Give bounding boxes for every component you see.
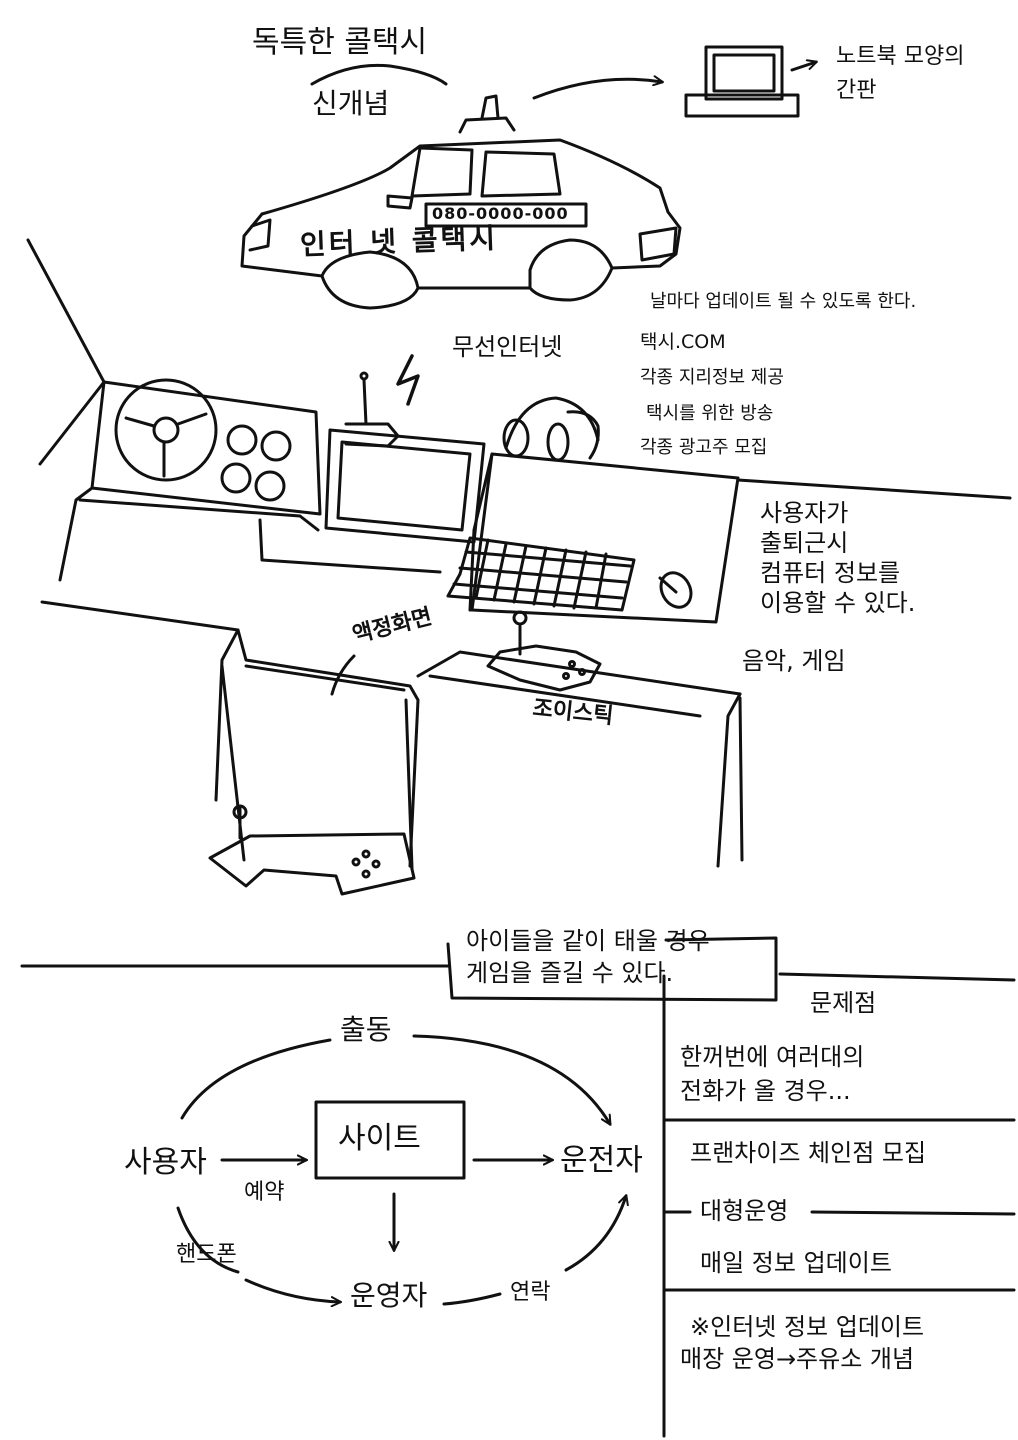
joystick-icon [486,610,602,692]
kids-note-line-2: 게임을 즐길 수 있다. [466,959,674,987]
seat-back-left [40,600,420,870]
flow-driver-node: 운전자 [560,1143,643,1178]
kids-note-box [446,936,778,1002]
problem-separator-2 [662,1210,1016,1216]
laptop-sign-icon [684,45,800,118]
flow-operator-node: 운영자 [350,1279,428,1312]
flow-site-node: 사이트 [338,1121,421,1156]
commute-line-1: 사용자가 [760,499,849,527]
subtitle-text: 신개념 [312,87,390,120]
note-broadcast: 택시를 위한 방송 [646,403,774,424]
windshield-pillar [26,238,106,466]
problems-heading: 문제점 [810,989,877,1017]
sign-note-line-2: 간판 [836,78,877,103]
flow-user-node: 사용자 [124,1145,207,1180]
problem-1-line-1: 한꺼번에 여러대의 [680,1043,865,1071]
problem-5-line-1: ※인터넷 정보 업데이트 [690,1313,925,1341]
gamepad-icon [208,804,416,896]
commute-line-4: 이용할 수 있다. [760,589,916,617]
commute-line-2: 출퇴근시 [760,529,849,557]
headphones-icon [502,396,600,462]
lcd-pointer [330,654,356,696]
problem-2: 프랜차이즈 체인점 모집 [690,1139,927,1167]
note-geo-info: 각종 지리정보 제공 [640,367,784,388]
flow-contact-label: 연락 [510,1280,551,1305]
taxi-phone-number: 080-0000-000 [432,204,569,223]
flow-reserve-label: 예약 [244,1180,285,1205]
problem-5-line-2: 매장 운영→주유소 개념 [680,1345,915,1373]
problem-3: 대형운영 [700,1197,789,1225]
sign-note-line-1: 노트북 모양의 [836,44,965,69]
lightning-icon [396,354,420,406]
kids-note-line-1: 아이들을 같이 태울 경우 [466,927,710,955]
sign-note-arrow [790,62,816,72]
note-daily-update: 날마다 업데이트 될 수 있도록 한다. [650,291,917,312]
wireless-screen [324,371,486,544]
problem-4: 매일 정보 업데이트 [700,1249,892,1277]
sign-arrow [532,79,662,100]
title-text: 독특한 콜택시 [252,25,428,60]
commute-line-3: 컴퓨터 정보를 [760,559,901,587]
flow-dispatch-label: 출동 [340,1013,392,1046]
note-advertisers: 각종 광고주 모집 [640,437,768,458]
title-caret [310,63,448,86]
seat-back-right [416,650,744,868]
wireless-label: 무선인터넷 [452,333,563,361]
problems-top-line [778,972,1016,982]
flow-phone-label: 핸드폰 [176,1242,237,1267]
music-game-label: 음악, 게임 [742,647,846,675]
flow-diagram-lines [176,1034,626,1304]
dash-edge-line [736,478,1012,500]
taxi-icon [240,94,682,310]
dashboard-panel [58,378,442,582]
problem-1-line-2: 전화가 올 경우... [680,1077,851,1105]
dashboard-laptop [446,452,740,624]
note-taxi-com: 택시.COM [640,331,726,353]
